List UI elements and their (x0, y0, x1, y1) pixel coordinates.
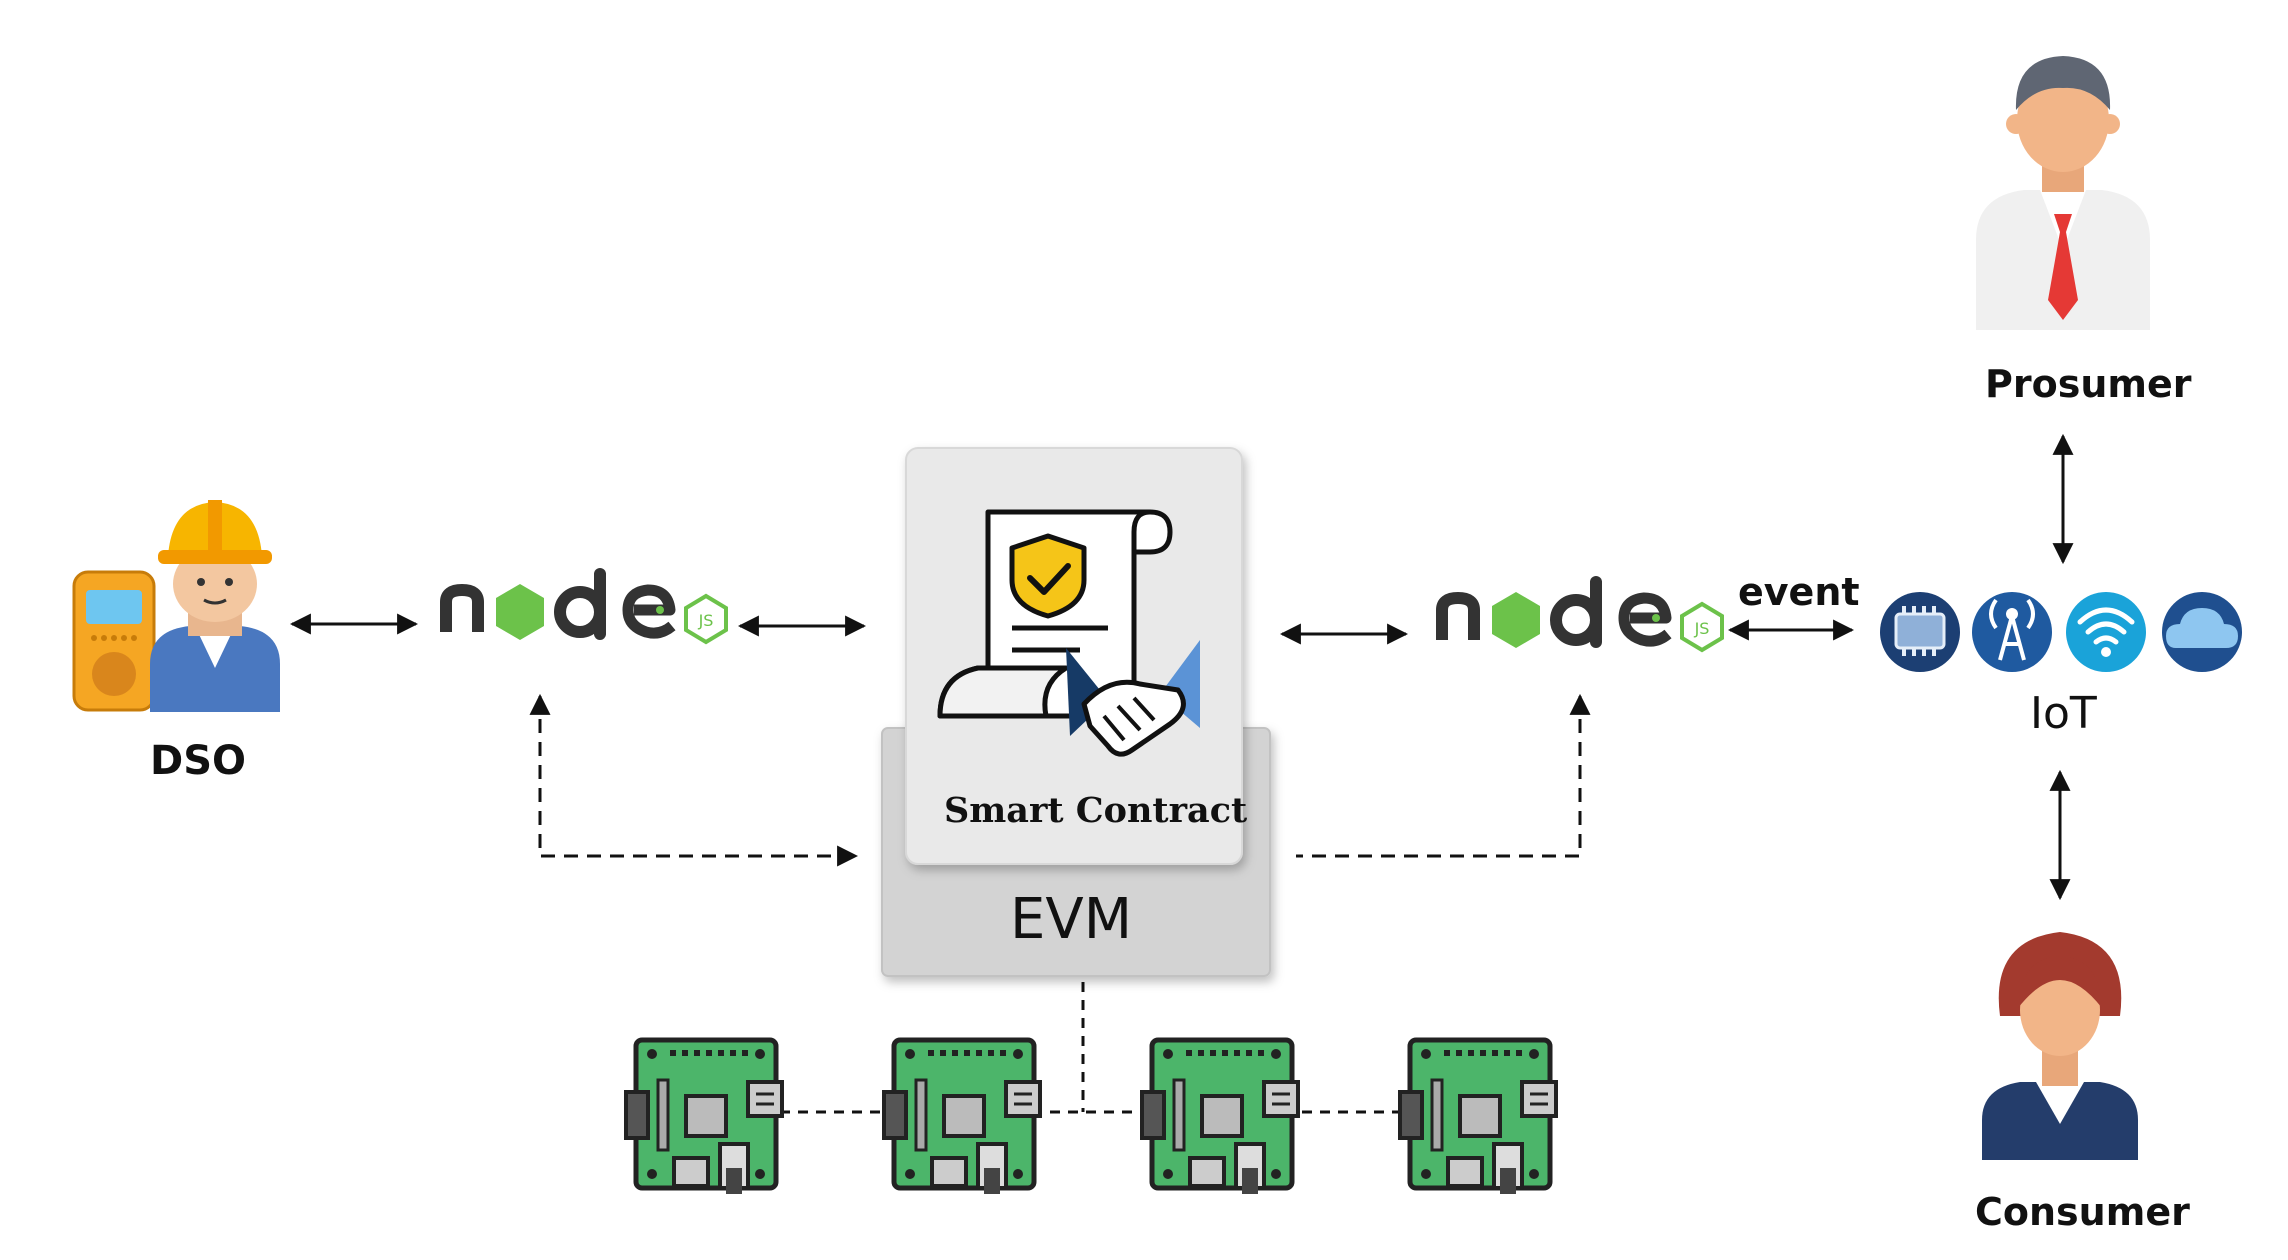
raspberry-board-icon-2 (884, 1040, 1040, 1194)
evm-label: EVM (1010, 887, 1133, 952)
consumer-person-icon (1982, 932, 2138, 1160)
iot-wifi-icon (2066, 592, 2146, 672)
handshake-icon (1066, 640, 1200, 757)
iot-label: IoT (2030, 688, 2097, 739)
consumer-label: Consumer (1975, 1190, 2190, 1234)
nodejs-logo-icon-right (1442, 582, 1722, 650)
raspberry-board-icon-4 (1400, 1040, 1556, 1194)
iot-cloud-icon (2162, 592, 2242, 672)
raspberry-board-icon-1 (626, 1040, 782, 1194)
smart-contract-label: Smart Contract (944, 790, 1248, 831)
dso-label: DSO (150, 738, 247, 784)
dashed-link-right (1296, 693, 1591, 858)
prosumer-person-icon (1976, 56, 2150, 330)
prosumer-label: Prosumer (1985, 362, 2192, 406)
raspberry-board-icon-3 (1142, 1040, 1298, 1194)
iot-antenna-icon (1972, 592, 2052, 672)
shield-check-icon (1009, 533, 1087, 619)
iot-chip-icon (1880, 592, 1960, 672)
dso-engineer-icon (72, 500, 280, 712)
nodejs-logo-icon-left (446, 574, 726, 642)
dashed-link-left (529, 693, 859, 867)
event-label: event (1738, 570, 1860, 614)
